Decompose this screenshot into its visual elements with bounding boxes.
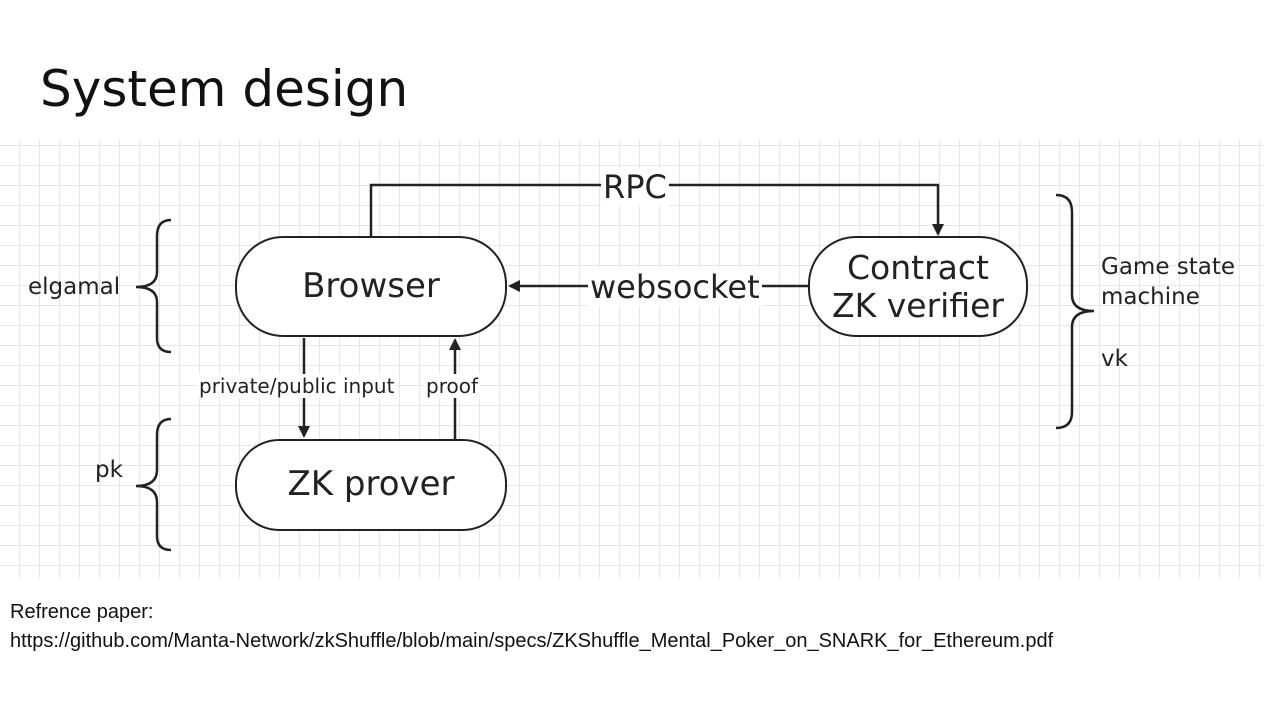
contract-node-label-line2: ZK verifier (832, 285, 1004, 325)
websocket-label: websocket (588, 268, 762, 306)
contract-node-label-line1: Contract (847, 247, 989, 287)
zk-prover-node: ZK prover (235, 439, 507, 531)
reference-section: Refrence paper: https://github.com/Manta… (10, 598, 1053, 656)
pk-label: pk (95, 457, 123, 483)
diagram-grid-background (0, 140, 1264, 578)
proof-label: proof (424, 374, 480, 398)
slide-title: System design (40, 60, 409, 118)
reference-label: Refrence paper: (10, 601, 154, 623)
pk-brace (135, 417, 172, 552)
zk-prover-node-label: ZK prover (287, 464, 455, 505)
vk-label: vk (1101, 346, 1128, 372)
browser-node-label: Browser (302, 265, 440, 306)
game-state-machine-label: Game state machine (1101, 254, 1236, 310)
rpc-label: RPC (601, 168, 669, 206)
elgamal-label: elgamal (28, 274, 121, 300)
elgamal-brace (135, 218, 172, 354)
contract-brace (1055, 193, 1095, 430)
browser-node: Browser (235, 236, 507, 337)
reference-url: https://github.com/Manta-Network/zkShuff… (10, 630, 1054, 652)
input-label: private/public input (197, 374, 397, 398)
contract-verifier-node: Contract ZK verifier (808, 236, 1028, 337)
